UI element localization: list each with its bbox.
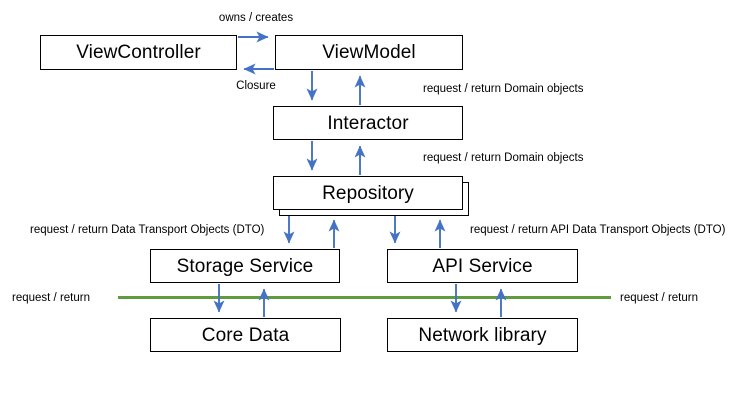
node-view-controller-label: ViewController (76, 42, 201, 63)
node-network-library[interactable]: Network library (387, 318, 578, 352)
edge-label-dto-storage: request / return Data Transport Objects … (30, 224, 265, 236)
edge-label-domain-objects-vm: request / return Domain objects (423, 83, 584, 95)
node-repository-label: Repository (322, 182, 414, 204)
node-core-data-label: Core Data (201, 324, 290, 346)
node-storage-service[interactable]: Storage Service (150, 249, 340, 283)
node-view-model[interactable]: ViewModel (275, 35, 463, 70)
node-api-service-label: API Service (432, 255, 533, 277)
node-view-model-label: ViewModel (322, 42, 416, 63)
edge-label-dto-api: request / return API Data Transport Obje… (470, 224, 726, 236)
edge-label-closure: Closure (236, 80, 276, 92)
node-storage-service-label: Storage Service (176, 255, 314, 277)
node-repository[interactable]: Repository (273, 176, 463, 210)
edge-label-boundary-right: request / return (620, 292, 698, 304)
node-api-service[interactable]: API Service (387, 249, 578, 283)
node-interactor[interactable]: Interactor (273, 106, 463, 140)
edge-label-owns-creates: owns / creates (218, 12, 294, 24)
node-network-library-label: Network library (418, 324, 547, 346)
node-interactor-label: Interactor (327, 112, 409, 134)
boundary-line (118, 296, 611, 299)
node-core-data[interactable]: Core Data (150, 318, 341, 352)
edge-label-domain-objects-int: request / return Domain objects (423, 152, 584, 164)
edge-label-boundary-left: request / return (12, 292, 90, 304)
node-view-controller[interactable]: ViewController (40, 35, 237, 70)
